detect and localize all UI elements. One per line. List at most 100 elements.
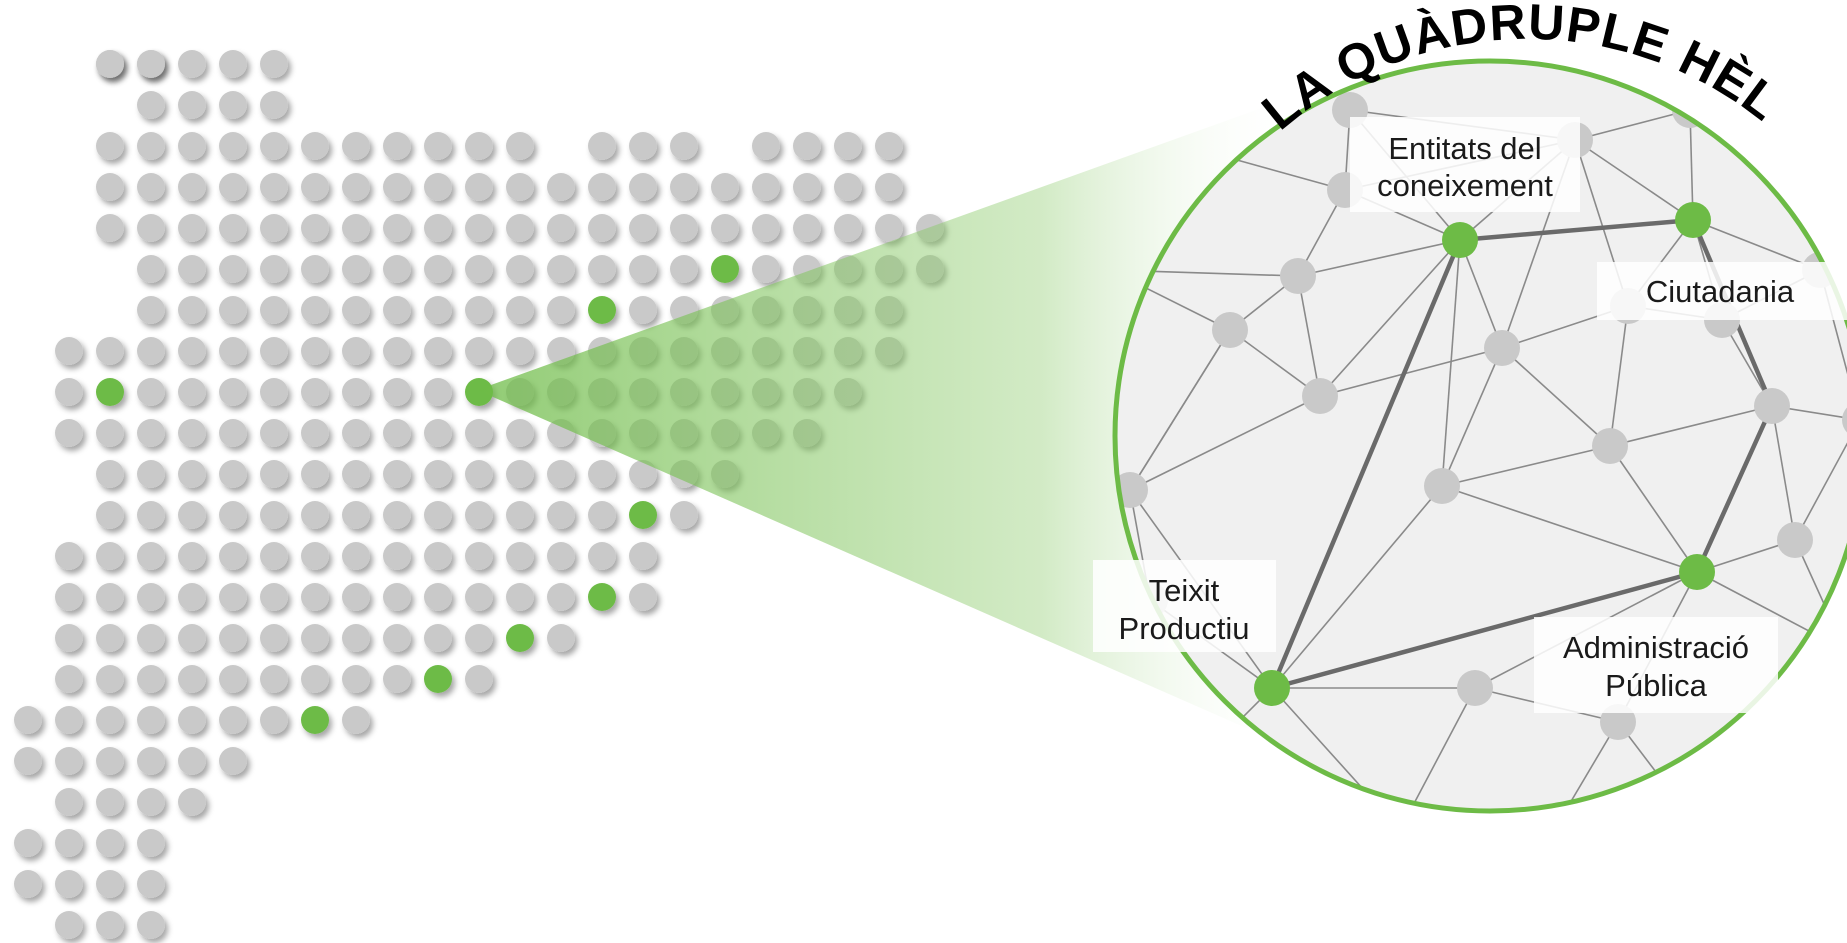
map-dot: [96, 132, 124, 160]
network-edge: [1794, 419, 1847, 541]
map-dot: [465, 337, 493, 365]
map-dot: [383, 501, 411, 529]
map-dot: [383, 132, 411, 160]
map-dot: [96, 911, 124, 939]
map-dot: [55, 870, 83, 898]
map-dot: [137, 788, 165, 816]
map-dot: [342, 378, 370, 406]
map-dot: [301, 214, 329, 242]
map-dot: [465, 296, 493, 324]
map-dot: [260, 542, 288, 570]
map-dot: [465, 132, 493, 160]
map-dot: [14, 829, 42, 857]
network-edge: [1297, 239, 1461, 277]
map-dot: [55, 337, 83, 365]
map-dot: [629, 460, 657, 488]
map-dot: [383, 337, 411, 365]
map-dot: [342, 255, 370, 283]
map-dot: [260, 624, 288, 652]
map-dot: [137, 665, 165, 693]
map-dot-highlight: [506, 624, 534, 652]
map-dot: [96, 173, 124, 201]
network-node-key: [1254, 670, 1290, 706]
map-dot: [219, 296, 247, 324]
map-dot: [465, 624, 493, 652]
map-dot: [301, 337, 329, 365]
map-dot: [588, 132, 616, 160]
network-edge: [1609, 405, 1773, 447]
map-dot-highlight: [711, 255, 739, 283]
label-ciutadania-bg: [1597, 262, 1847, 320]
map-dot: [465, 214, 493, 242]
map-dot: [219, 583, 247, 611]
map-dot: [178, 706, 206, 734]
map-dot: [506, 337, 534, 365]
network-edge-strong: [1269, 239, 1463, 689]
map-dot: [424, 255, 452, 283]
map-dot: [137, 583, 165, 611]
map-dot: [547, 624, 575, 652]
map-dot: [506, 173, 534, 201]
network-edge-strong: [1459, 217, 1694, 243]
label-entitats-line2: coneixement: [1377, 168, 1553, 203]
map-dot: [178, 173, 206, 201]
map-dot: [137, 706, 165, 734]
map-dot: [834, 132, 862, 160]
map-dot: [219, 50, 247, 78]
map-dot: [547, 255, 575, 283]
map-dot: [219, 132, 247, 160]
map-dot: [219, 337, 247, 365]
map-dot: [506, 132, 534, 160]
network-node: [1212, 312, 1248, 348]
map-dot: [260, 337, 288, 365]
map-dot: [547, 173, 575, 201]
map-dot: [137, 50, 165, 78]
map-dot: [96, 337, 124, 365]
map-dot-highlight: [588, 296, 616, 324]
map-dot: [178, 378, 206, 406]
map-dot: [301, 665, 329, 693]
map-dot: [137, 296, 165, 324]
map-dot: [260, 378, 288, 406]
map-dot: [547, 583, 575, 611]
map-dot: [342, 296, 370, 324]
map-dot: [301, 378, 329, 406]
network-edge: [1441, 347, 1503, 487]
map-dot: [424, 378, 452, 406]
map-dot: [260, 255, 288, 283]
network-edge: [1129, 395, 1321, 491]
map-dot: [629, 255, 657, 283]
map-dot: [14, 706, 42, 734]
map-dot: [465, 460, 493, 488]
map-dot: [55, 911, 83, 939]
map-dot: [260, 91, 288, 119]
map-dot: [55, 378, 83, 406]
map-dot: [424, 337, 452, 365]
network-edge: [1441, 485, 1698, 573]
map-dot: [629, 173, 657, 201]
map-dot: [260, 419, 288, 447]
map-dot: [424, 624, 452, 652]
network-node-key: [1442, 222, 1478, 258]
network-edge: [1689, 109, 1694, 221]
label-ciutadania-line1: Ciutadania: [1646, 274, 1795, 309]
map-dot: [424, 419, 452, 447]
map-dot: [178, 255, 206, 283]
map-dot: [506, 255, 534, 283]
map-dot: [219, 542, 247, 570]
map-dot: [834, 173, 862, 201]
map-dot: [96, 706, 124, 734]
network-edge: [1319, 347, 1503, 397]
network-edge: [1319, 239, 1461, 397]
map-dot: [342, 214, 370, 242]
map-dot: [96, 870, 124, 898]
map-dot: [178, 337, 206, 365]
map-dot: [383, 542, 411, 570]
map-dot: [547, 214, 575, 242]
map-dot: [137, 624, 165, 652]
map-dot: [588, 542, 616, 570]
map-dot: [137, 542, 165, 570]
map-dot: [342, 624, 370, 652]
network-node: [1382, 812, 1418, 848]
map-dot: [219, 501, 247, 529]
